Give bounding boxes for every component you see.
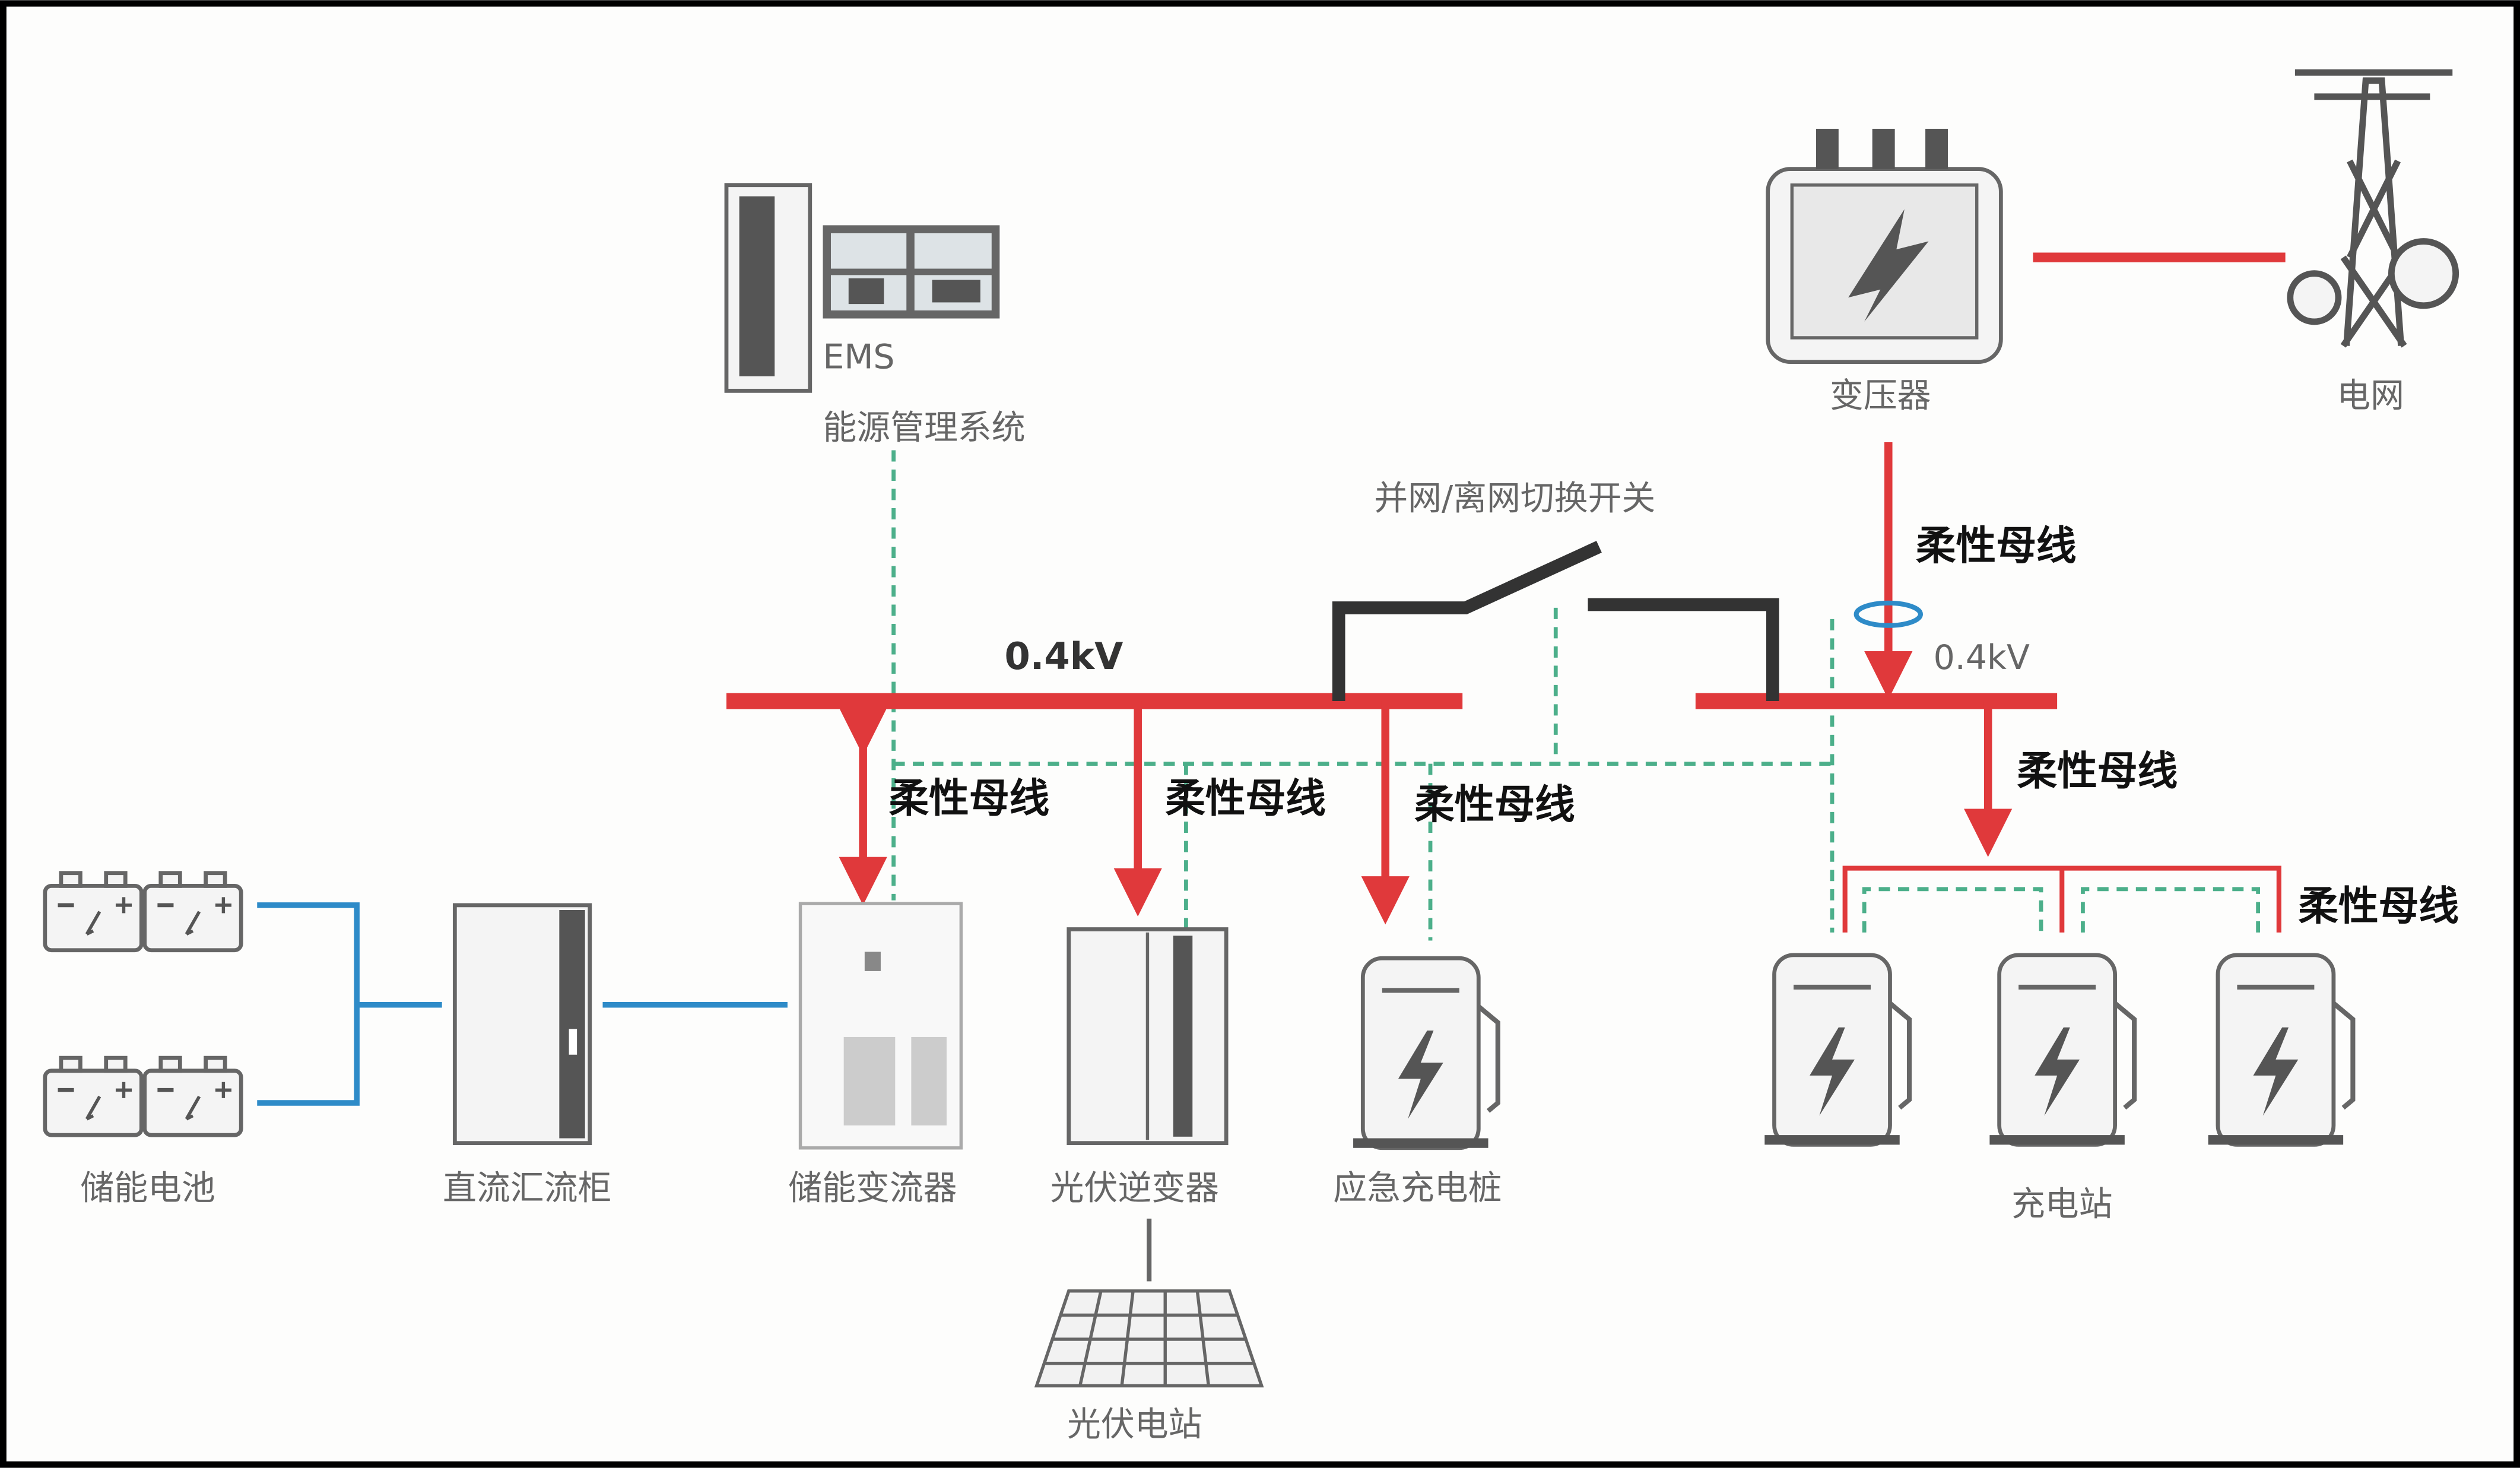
grid-switch-icon [1332,541,1779,701]
flex-bus-label: 柔性母线 [2298,882,2459,929]
flex-bus-label: 柔性母线 [1916,522,2077,569]
pv-inverter-icon [1067,927,1229,1146]
dc-combiner-icon [452,903,592,1146]
ems-cabinet-icon [724,183,813,393]
flex-bus-label: 柔性母线 [2017,747,2178,794]
ems-screen-icon [823,225,1000,319]
current-sensor-icon [1853,600,1924,628]
ems-label: EMS [823,337,894,376]
charger-icon [1989,955,2134,1145]
bus-right-voltage: 0.4kV [1934,638,2030,677]
emergency-charger-icon [1353,958,1498,1148]
battery-label: 储能电池 [80,1168,215,1207]
ems-name-label: 能源管理系统 [823,408,1025,448]
flex-bus-label: 柔性母线 [1165,775,1326,822]
solar-panel-icon [1034,1289,1264,1388]
flex-bus-label: 柔性母线 [888,775,1049,822]
switch-label: 并网/离网切换开关 [1374,479,1655,518]
grid-label: 电网 [2337,376,2404,415]
battery-icon [145,873,241,950]
charger-icon [2208,955,2353,1145]
battery-icon [145,1058,241,1135]
battery-dc-lines [257,902,442,1106]
charger-icon [1764,955,1909,1145]
power-tower-icon [2287,69,2459,348]
pv-station-label: 光伏电站 [1067,1405,1202,1444]
battery-icon [45,1058,141,1135]
battery-icon [45,873,141,950]
comm-lines [893,607,1835,941]
transformer-icon [1766,128,2003,364]
charging-station-label: 充电站 [2011,1185,2113,1224]
pcs-icon [798,902,963,1150]
station-branch-lines [1842,865,2281,933]
station-comm-lines [1862,887,2260,933]
pcs-label: 储能变流器 [788,1168,957,1207]
pv-inverter-label: 光伏逆变器 [1050,1168,1219,1207]
flex-bus-label: 柔性母线 [1414,781,1575,828]
bus-left-voltage: 0.4kV [1004,635,1123,678]
transformer-label: 变压器 [1830,376,1931,415]
emergency-charger-label: 应急充电桩 [1333,1168,1502,1207]
dc-combiner-label: 直流汇流柜 [443,1168,611,1207]
